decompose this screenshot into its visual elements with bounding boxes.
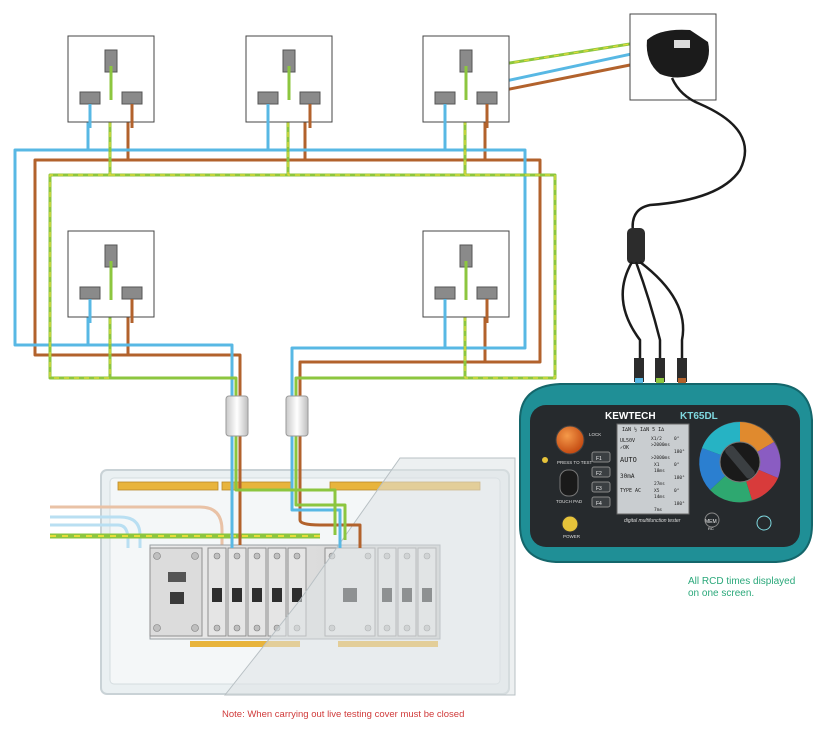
rc-label: RC xyxy=(708,526,714,531)
socket-outlet xyxy=(422,35,510,123)
socket-terminal-wires xyxy=(88,66,489,323)
press-to-test-label: PRESS TO TEST xyxy=(557,460,593,465)
f2-key[interactable] xyxy=(591,466,611,478)
lcd-r0-angle: 0° xyxy=(674,436,680,442)
lcd-r5-angle: 180° xyxy=(674,501,685,507)
mem-button[interactable] xyxy=(704,512,720,528)
touch-pad[interactable] xyxy=(559,469,579,497)
lcd-r2-angle: 0° xyxy=(674,462,680,468)
press-to-test-button[interactable] xyxy=(555,425,585,455)
rcd-times-caption: All RCD times displayed on one screen. xyxy=(688,576,796,599)
lcd-r2-value: 18ms xyxy=(654,468,665,474)
rotary-selector[interactable] xyxy=(699,421,781,503)
live-testing-note: Note: When carrying out live testing cov… xyxy=(222,709,465,720)
f1-key[interactable] xyxy=(591,451,611,463)
autolock-icon xyxy=(756,515,772,531)
lcd-r0-value: >2000ms xyxy=(651,442,670,448)
f2-label: F2 xyxy=(596,471,602,477)
tester-model: KT65DL xyxy=(680,411,718,422)
lcd-r4-angle: 0° xyxy=(674,488,680,494)
touch-pad-label: TOUCH PAD xyxy=(556,499,583,504)
lcd-ul: UL50V xyxy=(620,438,635,444)
lcd-ok: ✓OK xyxy=(620,445,629,451)
lcd-screen xyxy=(616,423,690,515)
lcd-r3-value: 27ms xyxy=(654,481,665,487)
lcd-r5-value: 7ms xyxy=(654,507,662,513)
power-label: POWER xyxy=(563,534,581,539)
consumer-unit xyxy=(50,457,516,696)
power-button[interactable] xyxy=(561,515,579,533)
lcd-auto: AUTO xyxy=(620,456,637,464)
tester-brand: KEWTECH xyxy=(605,411,656,422)
cable-gland-right xyxy=(285,395,309,437)
f4-key[interactable] xyxy=(591,496,611,508)
lcd-r1-angle: 180° xyxy=(674,449,685,455)
lcd-r4-value: 14ms xyxy=(654,494,665,500)
warning-icon xyxy=(542,457,548,463)
tester-subtitle: digital multifunction tester xyxy=(624,518,681,524)
lock-label: LOCK xyxy=(589,432,601,437)
lcd-r0-label: X1/2 xyxy=(651,436,662,442)
lcd-type: TYPE AC xyxy=(620,488,641,494)
f4-label: F4 xyxy=(596,501,602,507)
lcd-r3-angle: 180° xyxy=(674,475,685,481)
lcd-r2-label: X1 xyxy=(654,462,660,468)
f1-label: F1 xyxy=(596,456,602,462)
function-keys: F1 F2 F3 F4 xyxy=(591,451,611,508)
f3-key[interactable] xyxy=(591,481,611,493)
kewtech-tester: KEWTECH KT65DL PRESS TO TEST LOCK TOUCH … xyxy=(519,383,813,563)
socket-outlets xyxy=(67,13,717,318)
lcd-r1-value: >2000ms xyxy=(651,455,670,461)
lcd-top: I∆N ½ I∆N 5 I∆ xyxy=(622,426,665,433)
mem-label: MEM xyxy=(705,519,717,525)
cable-gland-left xyxy=(225,395,249,437)
test-lead-splitter xyxy=(621,228,687,384)
lcd-r4-label: X5 xyxy=(654,488,660,494)
lcd-ma: 30mA xyxy=(620,473,635,480)
f3-label: F3 xyxy=(596,486,602,492)
mains-plug xyxy=(631,29,747,246)
